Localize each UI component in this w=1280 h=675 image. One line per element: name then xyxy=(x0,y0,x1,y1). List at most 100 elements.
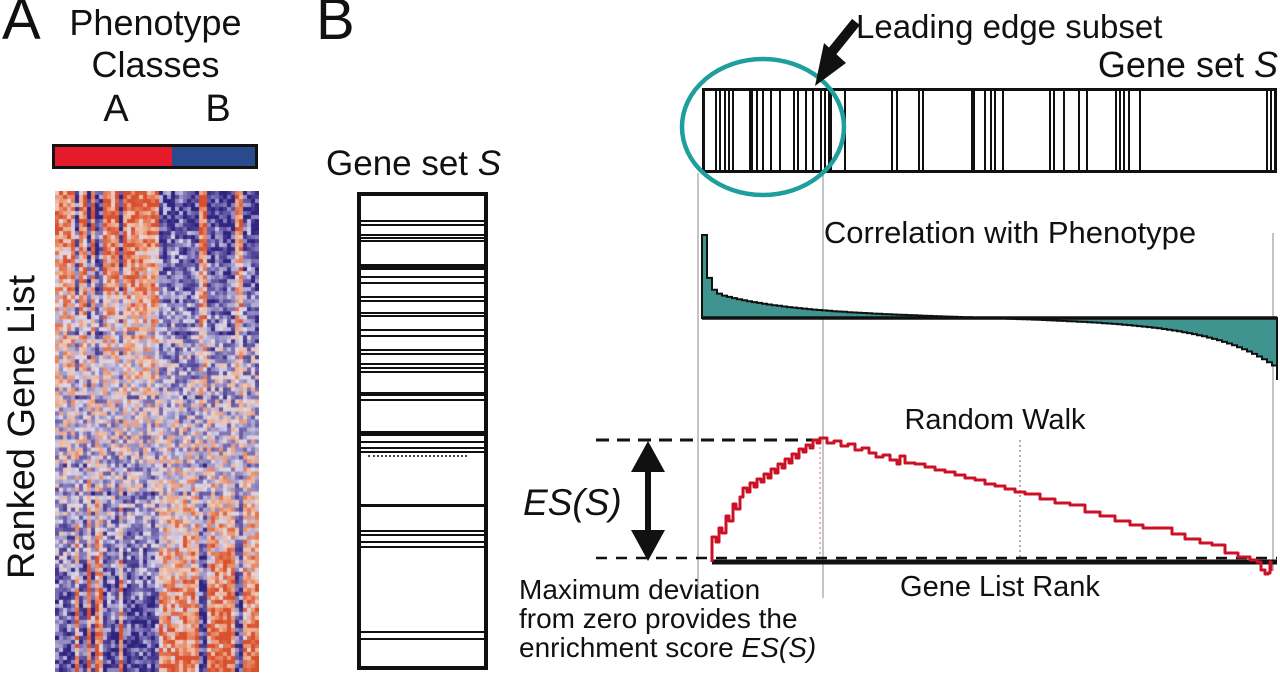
caption-line-3: enrichment score ES(S) xyxy=(519,634,816,662)
gene-set-member-tick xyxy=(361,281,484,284)
gene-set-member-tick xyxy=(361,431,484,436)
caption-line-1: Maximum deviation xyxy=(519,574,761,605)
gene-set-member-tick xyxy=(723,91,726,170)
gene-set-member-tick xyxy=(361,503,484,507)
gene-set-member-tick xyxy=(1053,91,1056,170)
gene-set-member-tick xyxy=(748,91,753,170)
gene-set-member-tick xyxy=(361,233,484,236)
caption-line-3-prefix: enrichment score xyxy=(519,632,742,663)
gene-set-member-tick xyxy=(361,362,484,365)
gene-set-right-prefix: Gene set xyxy=(1097,44,1254,85)
gene-set-member-tick xyxy=(770,91,773,170)
gene-set-right-symbol: S xyxy=(1253,44,1278,85)
gene-set-member-tick xyxy=(1049,91,1052,170)
gene-set-dotted-row xyxy=(368,454,467,457)
gene-set-member-tick xyxy=(971,91,974,170)
class-b-bar-segment xyxy=(171,147,255,166)
gene-set-member-tick xyxy=(805,91,808,170)
gene-set-member-tick xyxy=(361,334,484,337)
gene-set-member-tick xyxy=(361,224,484,227)
gene-set-member-tick xyxy=(361,264,484,271)
gene-set-member-tick xyxy=(361,311,484,314)
gene-set-member-tick xyxy=(361,236,484,239)
gene-set-member-tick xyxy=(361,440,484,443)
gene-set-member-tick xyxy=(361,296,484,299)
gene-set-label-left: Gene set S xyxy=(326,144,501,184)
gene-set-member-tick xyxy=(793,91,796,170)
gene-set-label-right: Gene set S xyxy=(1028,44,1278,86)
gene-set-member-tick xyxy=(361,349,484,352)
gene-set-member-tick xyxy=(844,91,847,170)
random-walk-line xyxy=(710,436,1273,576)
ranked-gene-list-axis-label: Ranked Gene List xyxy=(1,274,43,580)
panel-b-label: B xyxy=(316,0,355,52)
gene-set-member-tick xyxy=(917,91,920,170)
panel-a-label: A xyxy=(2,0,41,52)
gene-set-member-tick xyxy=(972,91,975,170)
gene-set-member-tick xyxy=(990,91,993,170)
expression-heatmap xyxy=(55,191,259,672)
gene-set-member-tick xyxy=(994,91,997,170)
gene-set-member-tick xyxy=(797,91,800,170)
phenotype-title-line1: Phenotype xyxy=(69,2,242,43)
gene-set-member-tick xyxy=(823,91,826,170)
correlation-title: Correlation with Phenotype xyxy=(823,215,1197,250)
random-walk-title: Random Walk xyxy=(904,404,1086,436)
gene-set-member-tick xyxy=(361,534,484,537)
gene-set-member-tick xyxy=(891,91,894,170)
es-score-label: ES(S) xyxy=(523,482,622,523)
gene-set-member-tick xyxy=(778,91,781,170)
gene-set-member-tick xyxy=(361,545,484,548)
gene-set-vertical-barcode xyxy=(357,192,488,670)
gene-set-member-tick xyxy=(361,529,484,532)
class-a-bar-segment xyxy=(55,147,172,166)
es-double-arrow xyxy=(631,441,665,561)
gene-set-member-tick xyxy=(361,367,484,370)
phenotype-title-line2: Classes xyxy=(91,44,220,85)
gene-set-member-tick xyxy=(361,540,484,543)
gene-set-member-tick xyxy=(361,239,484,242)
gene-set-member-tick xyxy=(361,275,484,278)
leading-edge-arrow-head xyxy=(815,43,846,86)
gene-set-member-tick xyxy=(361,637,484,640)
caption-line-3-es: ES(S) xyxy=(741,632,817,663)
gene-set-member-tick xyxy=(921,91,924,170)
gene-set-member-tick xyxy=(811,91,814,170)
leading-edge-label: Leading edge subset xyxy=(856,8,1163,45)
gene-set-member-tick xyxy=(1118,91,1121,170)
gene-set-member-tick xyxy=(762,91,765,170)
gene-set-member-tick xyxy=(361,451,484,454)
gene-set-member-tick xyxy=(1063,91,1066,170)
gene-set-member-tick xyxy=(727,91,730,170)
gene-set-member-tick xyxy=(1002,91,1005,170)
gene-set-member-tick xyxy=(1266,91,1269,170)
gene-set-member-tick xyxy=(361,630,484,633)
gene-set-member-tick xyxy=(1114,91,1117,170)
gene-set-member-tick xyxy=(1078,91,1081,170)
gene-set-member-tick xyxy=(361,300,484,303)
phenotype-class-bar xyxy=(52,144,258,169)
gene-set-left-symbol: S xyxy=(477,144,502,183)
gene-set-member-tick xyxy=(1086,91,1089,170)
gene-set-member-tick xyxy=(718,91,721,170)
gene-set-member-tick xyxy=(361,329,484,332)
gene-set-member-tick xyxy=(361,447,484,450)
gene-list-rank-label: Gene List Rank xyxy=(900,571,1100,603)
gene-set-member-tick xyxy=(361,315,484,318)
gene-set-member-tick xyxy=(361,370,484,373)
gene-set-member-tick xyxy=(361,219,484,222)
gene-set-member-tick xyxy=(1139,91,1142,170)
leading-edge-arrow xyxy=(815,18,860,86)
gene-set-member-tick xyxy=(756,91,759,170)
gene-set-left-prefix: Gene set xyxy=(326,144,478,183)
gene-set-horizontal-barcode xyxy=(702,88,1277,173)
es-arrow-head-up xyxy=(631,441,665,472)
correlation-curve xyxy=(701,234,1278,380)
caption-line-2: from zero provides the xyxy=(519,603,798,634)
gene-set-member-tick xyxy=(1122,91,1125,170)
gene-set-member-tick xyxy=(714,91,717,170)
es-arrow-head-down xyxy=(631,530,665,561)
gene-set-member-tick xyxy=(1270,91,1273,170)
gene-set-member-tick xyxy=(896,91,899,170)
